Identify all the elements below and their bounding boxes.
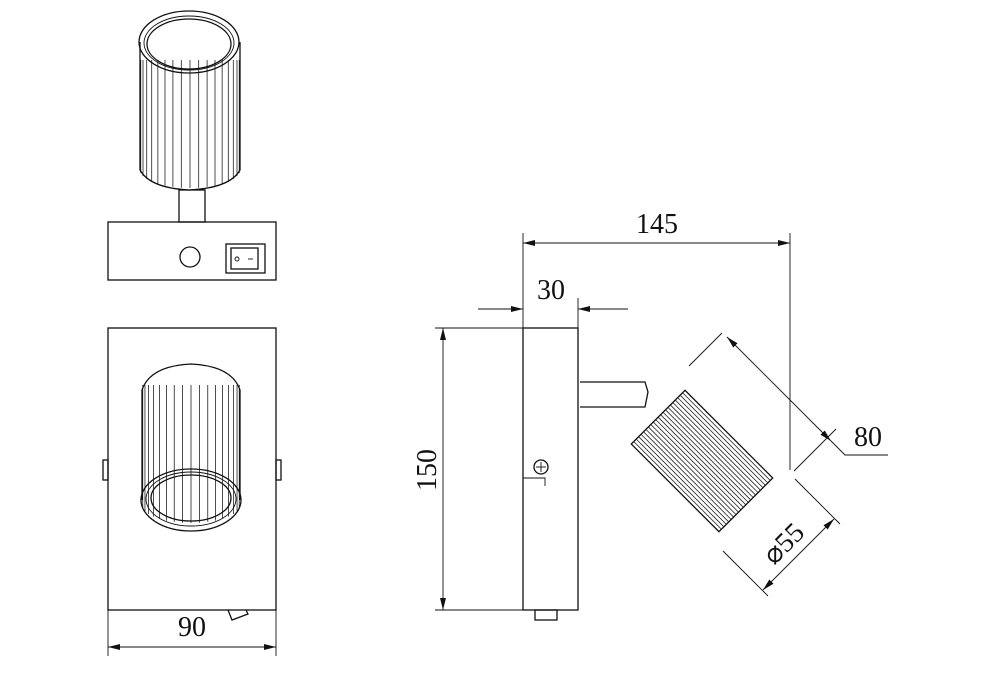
dim-line-80 xyxy=(726,336,832,442)
leader-80 xyxy=(830,440,888,456)
rib-line xyxy=(635,438,725,528)
rib-line xyxy=(662,411,752,501)
top-view xyxy=(107,10,277,281)
rib-line xyxy=(665,409,754,498)
plate-seam xyxy=(523,477,546,486)
rib-line xyxy=(660,414,749,503)
rib-line xyxy=(655,419,744,508)
top-cylinder-ribs xyxy=(140,60,240,188)
front-cylinder-rim xyxy=(140,468,242,532)
front-cylinder-ribs xyxy=(142,385,240,523)
ext-line xyxy=(794,478,841,525)
side-tab-left xyxy=(102,459,109,481)
side-stem xyxy=(580,381,649,408)
dim-label-145: 145 xyxy=(636,209,678,240)
rib-line xyxy=(670,404,759,493)
rib-line xyxy=(643,431,732,520)
rib-line xyxy=(657,416,747,506)
rib-line xyxy=(674,399,764,489)
ext-line xyxy=(688,332,723,367)
side-tab-right xyxy=(275,459,282,481)
rib-line xyxy=(677,397,766,486)
rib-line xyxy=(633,441,722,530)
top-stem xyxy=(178,189,206,223)
rib-line xyxy=(672,402,761,491)
rib-line xyxy=(640,433,730,523)
dim-label-30: 30 xyxy=(537,275,565,306)
front-lens xyxy=(150,474,232,522)
rib-line xyxy=(648,426,737,515)
front-view: 90 xyxy=(102,327,282,656)
dim-label-90: 90 xyxy=(178,612,206,643)
side-head xyxy=(630,389,774,533)
rib-line xyxy=(667,407,756,496)
rib-line xyxy=(682,392,771,481)
top-cylinder-lens xyxy=(146,18,232,70)
switch-housing xyxy=(225,243,266,274)
side-head-ribs xyxy=(633,392,771,530)
bottom-switch xyxy=(227,609,249,621)
bottom-nub xyxy=(534,609,558,621)
top-lens-ring xyxy=(143,15,235,71)
rocker-switch xyxy=(230,247,259,270)
top-base xyxy=(107,221,277,281)
dim-label-55: ⌀55 xyxy=(757,517,811,571)
side-view: 150 145 30 80 ⌀55 xyxy=(412,209,888,621)
dim-label-80: 80 xyxy=(854,422,882,453)
switch-off-mark xyxy=(234,256,240,262)
front-lens-ring xyxy=(145,471,237,527)
rib-line xyxy=(650,424,739,513)
top-cylinder-rim xyxy=(138,10,240,74)
rib-line xyxy=(645,429,734,518)
rib-line xyxy=(652,421,742,511)
button-icon xyxy=(179,246,201,268)
side-plate xyxy=(522,327,579,611)
ext-line xyxy=(722,550,769,597)
screw-icon xyxy=(533,459,549,475)
ext-line xyxy=(793,428,837,472)
rib-line xyxy=(679,394,769,484)
dim-label-150: 150 xyxy=(412,449,443,491)
front-cylinder-body xyxy=(141,363,241,500)
dim-line-55 xyxy=(762,518,835,591)
rib-line xyxy=(638,436,727,525)
